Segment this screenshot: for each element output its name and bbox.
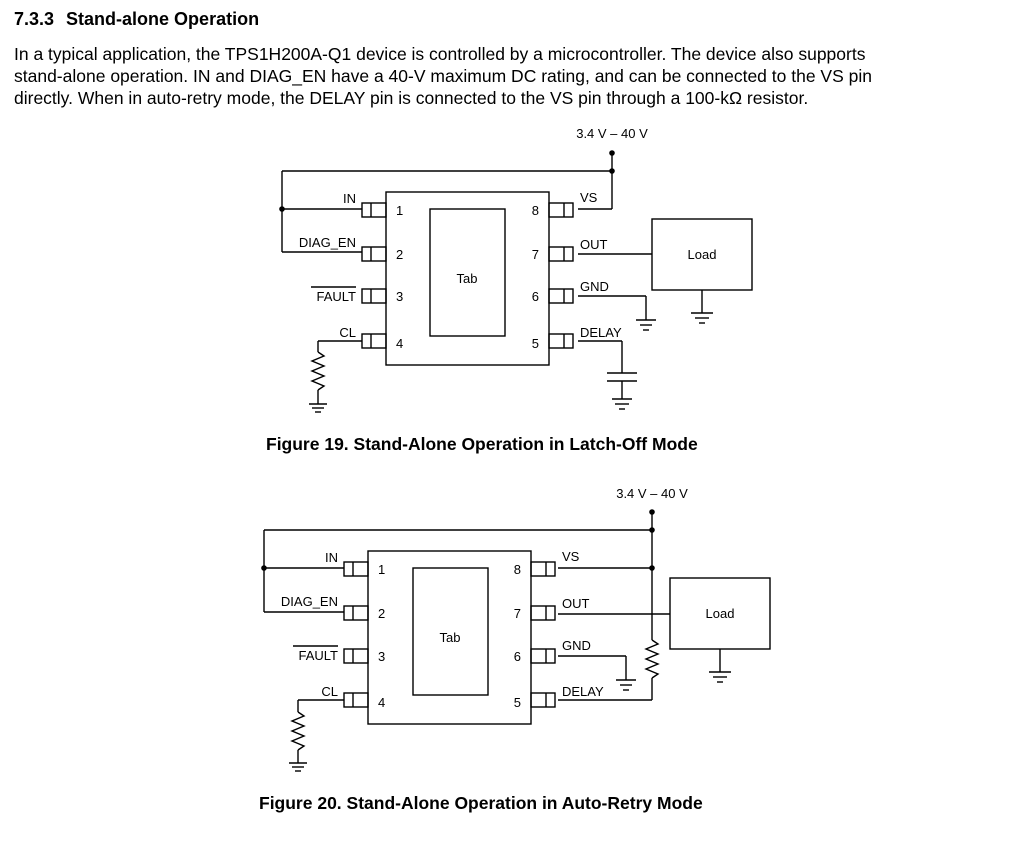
figure-20-caption: Figure 20. Stand-Alone Operation in Auto… bbox=[259, 793, 703, 813]
pin-number: 7 bbox=[532, 247, 539, 262]
supply-label: 3.4 V – 40 V bbox=[576, 126, 648, 141]
tab-label: Tab bbox=[440, 630, 461, 645]
paragraph-line: In a typical application, the TPS1H200A-… bbox=[14, 44, 866, 64]
pin-number: 5 bbox=[532, 336, 539, 351]
pin-number: 3 bbox=[396, 289, 403, 304]
pin-name-gnd: GND bbox=[580, 279, 609, 294]
pin-name-vs: VS bbox=[580, 190, 598, 205]
pin-name-diag-en: DIAG_EN bbox=[281, 594, 338, 609]
paragraph-line: stand-alone operation. IN and DIAG_EN ha… bbox=[14, 66, 872, 86]
section-heading: 7.3.3 Stand-alone Operation bbox=[14, 9, 259, 30]
pin-name-vs: VS bbox=[562, 549, 580, 564]
section-number: 7.3.3 bbox=[14, 9, 55, 29]
pin-number: 8 bbox=[532, 203, 539, 218]
pin-number: 2 bbox=[378, 606, 385, 621]
pin-name-out: OUT bbox=[562, 596, 590, 611]
pin-name-fault: FAULT bbox=[299, 648, 339, 663]
figure-20-schematic: 3.4 V – 40 V IN DIAG_EN FAULT CL 1 2 3 4… bbox=[261, 486, 771, 772]
pin-number: 5 bbox=[514, 695, 521, 710]
load-label: Load bbox=[688, 247, 717, 262]
pin-number: 3 bbox=[378, 649, 385, 664]
figure-19-caption: Figure 19. Stand-Alone Operation in Latc… bbox=[266, 434, 698, 454]
pin-number: 7 bbox=[514, 606, 521, 621]
section-title: Stand-alone Operation bbox=[66, 9, 260, 29]
pin-name-in: IN bbox=[343, 191, 356, 206]
pin-number: 1 bbox=[378, 562, 385, 577]
pin-name-in: IN bbox=[325, 550, 338, 565]
pin-name-fault: FAULT bbox=[317, 289, 357, 304]
pin-name-diag-en: DIAG_EN bbox=[299, 235, 356, 250]
pin-number: 4 bbox=[378, 695, 385, 710]
pin-name-out: OUT bbox=[580, 237, 608, 252]
pin-name-gnd: GND bbox=[562, 638, 591, 653]
pin-number: 4 bbox=[396, 336, 403, 351]
pin-number: 2 bbox=[396, 247, 403, 262]
load-label: Load bbox=[706, 606, 735, 621]
body-paragraph: In a typical application, the TPS1H200A-… bbox=[14, 43, 1022, 109]
tab-label: Tab bbox=[457, 271, 478, 286]
paragraph-line: directly. When in auto-retry mode, the D… bbox=[14, 88, 809, 108]
pin-number: 6 bbox=[514, 649, 521, 664]
pin-number: 6 bbox=[532, 289, 539, 304]
pin-name-delay: DELAY bbox=[562, 684, 604, 699]
pin-name-cl: CL bbox=[339, 325, 356, 340]
supply-label: 3.4 V – 40 V bbox=[616, 486, 688, 501]
pin-name-delay: DELAY bbox=[580, 325, 622, 340]
pin-name-cl: CL bbox=[321, 684, 338, 699]
pin-number: 1 bbox=[396, 203, 403, 218]
figure-19-schematic: 3.4 V – 40 V IN DIAG_EN FAULT CL 1 2 3 4… bbox=[279, 126, 753, 413]
pin-number: 8 bbox=[514, 562, 521, 577]
